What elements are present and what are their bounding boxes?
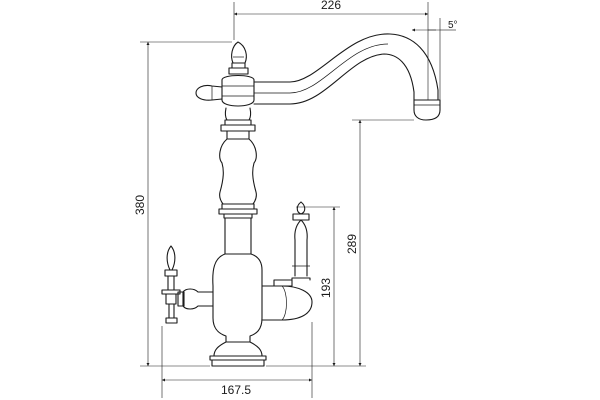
- dimension-label-spout-angle: 5°: [448, 20, 458, 31]
- dimension-base-width: 167.5: [161, 322, 313, 398]
- dimension-spout-outlet-height: 289: [266, 119, 414, 367]
- head-hub: [195, 74, 255, 107]
- left-side-lever: [161, 245, 214, 324]
- top-finial: [228, 41, 249, 75]
- spout: [253, 33, 441, 121]
- main-body: [209, 253, 267, 367]
- column: [218, 107, 258, 255]
- dimension-spout-reach: 226: [233, 0, 429, 100]
- dimension-label-spout-outlet-height: 289: [345, 234, 359, 254]
- dimension-overall-height: 380: [133, 41, 232, 367]
- dimension-label-base-width: 167.5: [221, 383, 251, 397]
- dimension-label-handle-height: 193: [319, 278, 333, 298]
- dimension-label-overall-height: 380: [133, 195, 147, 215]
- faucet-outline: [161, 33, 441, 367]
- dimension-handle-height: 193: [296, 206, 340, 366]
- right-side-outlet: [261, 201, 313, 321]
- dimensions: 226 5° 380 289 193: [133, 0, 458, 398]
- dimension-label-spout-reach: 226: [321, 0, 341, 12]
- dimension-spout-angle: 5°: [412, 18, 458, 102]
